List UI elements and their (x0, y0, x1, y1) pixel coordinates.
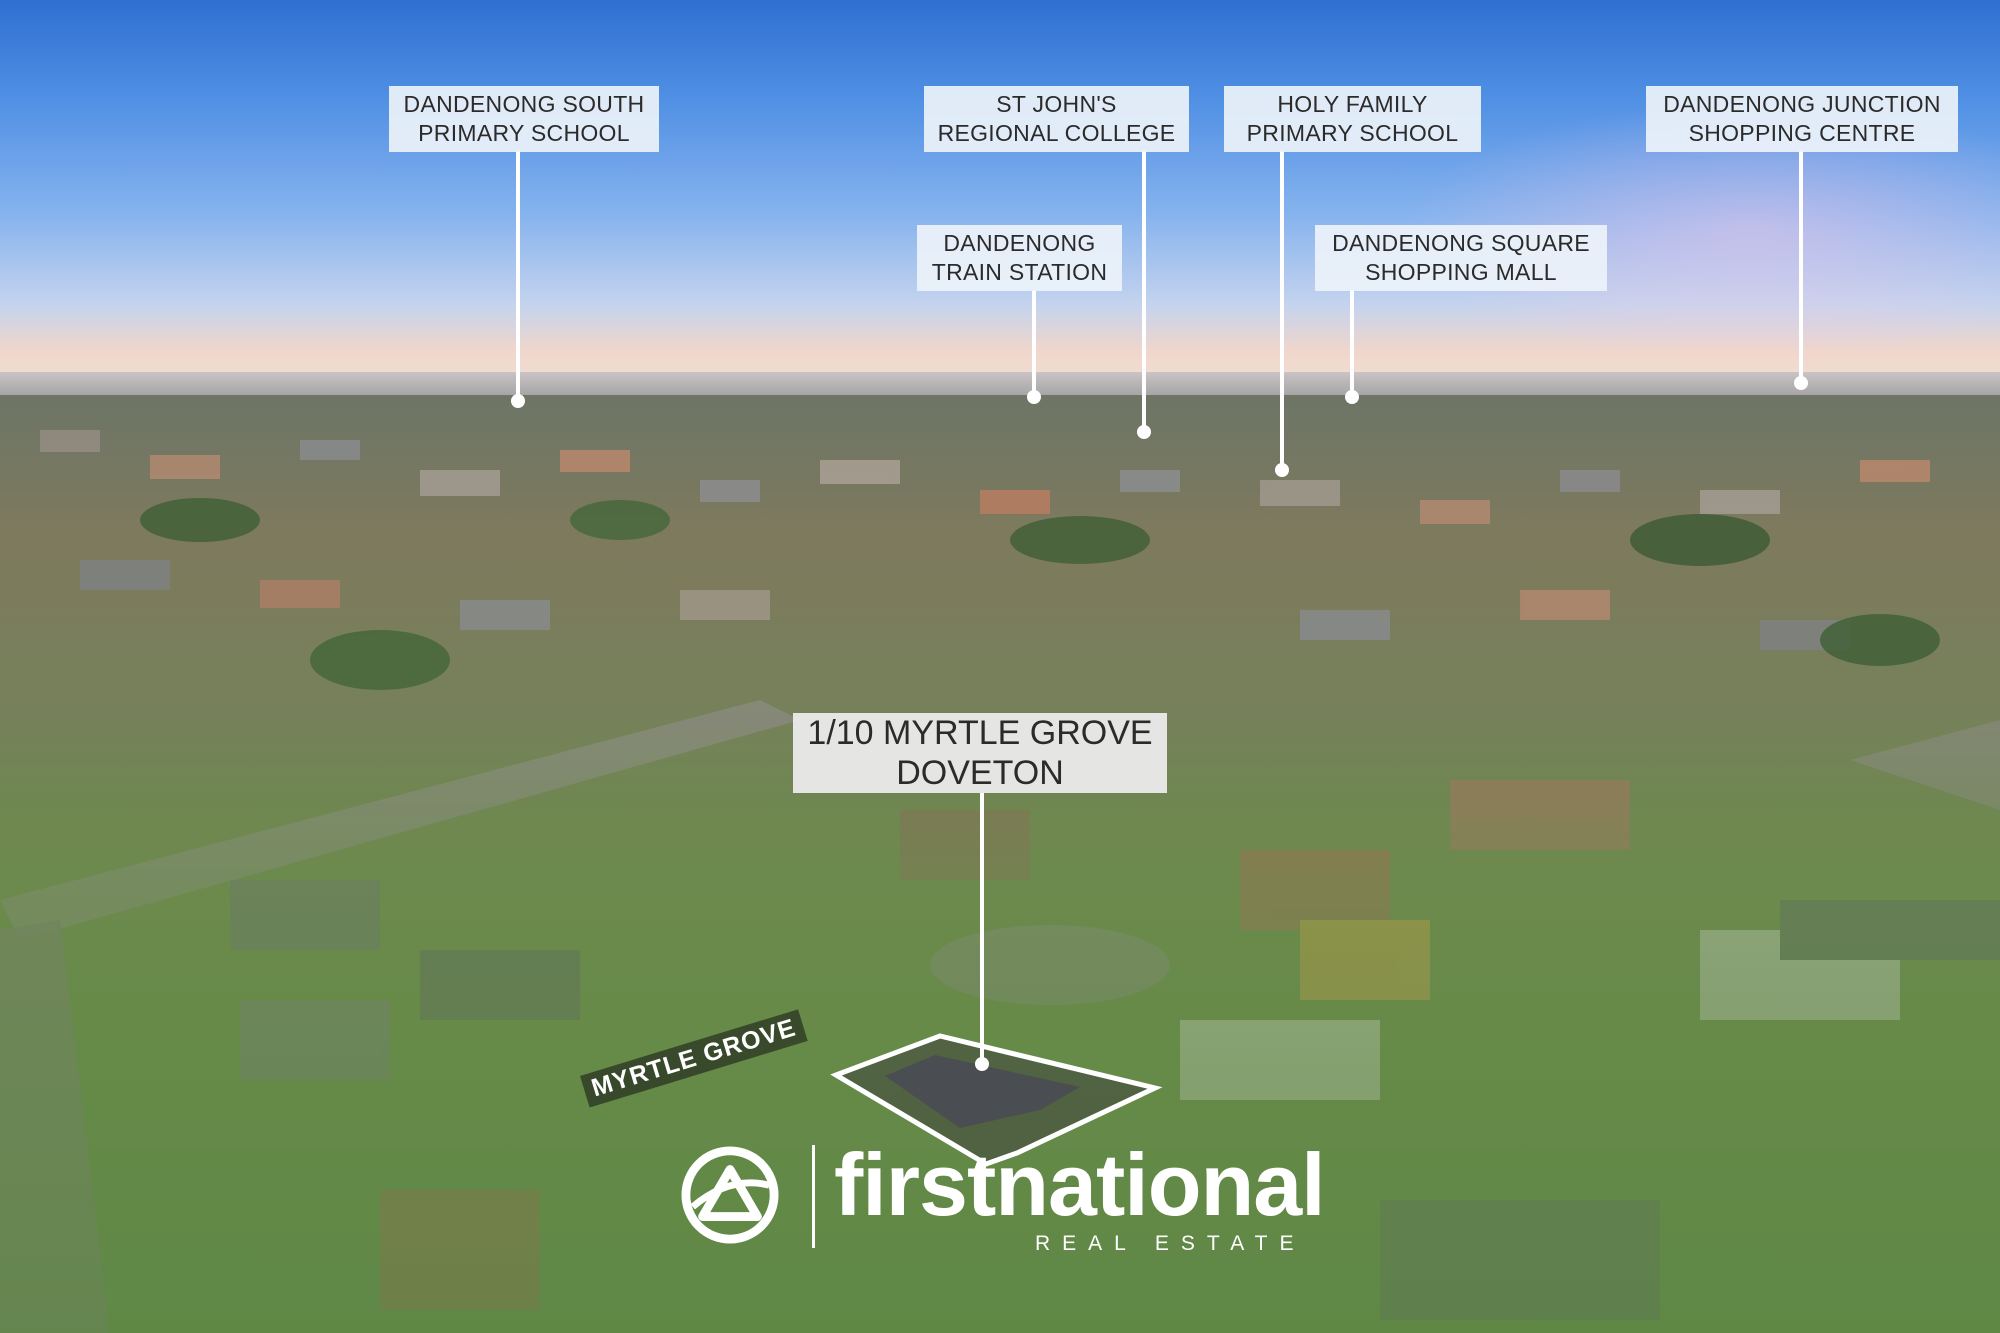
pin-holy-family (1275, 463, 1289, 477)
pointer-line-st-johns (1142, 150, 1146, 430)
poi-label-dandenong-junction: DANDENONG JUNCTION SHOPPING CENTRE (1646, 86, 1958, 152)
pointer-line-square (1350, 290, 1354, 395)
logo-wordmark: firstnational (834, 1135, 1326, 1234)
pointer-line-property (980, 793, 984, 1065)
pointer-line-train-station (1032, 290, 1036, 395)
poi-label-dandenong-square: DANDENONG SQUARE SHOPPING MALL (1315, 225, 1607, 291)
pin-property (975, 1057, 989, 1071)
poi-label-dandenong-train-station: DANDENONG TRAIN STATION (917, 225, 1122, 291)
pin-train-station (1027, 390, 1041, 404)
property-address-label: 1/10 MYRTLE GROVE DOVETON (793, 713, 1167, 793)
poi-label-holy-family-primary: HOLY FAMILY PRIMARY SCHOOL (1224, 86, 1481, 152)
property-roof (885, 1055, 1080, 1128)
pin-square (1345, 390, 1359, 404)
sky (0, 0, 2000, 390)
pointer-line-holy-family (1280, 150, 1284, 470)
poi-label-st-johns-regional-college: ST JOHN'S REGIONAL COLLEGE (924, 86, 1189, 152)
pointer-line-junction (1799, 150, 1803, 385)
logo-tagline: REAL ESTATE (1035, 1232, 1306, 1255)
depth-blur (0, 700, 2000, 1333)
logo-divider (812, 1145, 815, 1248)
pin-st-johns (1137, 425, 1151, 439)
first-national-logo-icon (681, 1146, 779, 1244)
poi-label-dandenong-south-primary: DANDENONG SOUTH PRIMARY SCHOOL (389, 86, 659, 152)
tree-clusters (140, 498, 1940, 690)
distant-roofs (40, 430, 1930, 650)
pin-south-primary (511, 394, 525, 408)
pin-junction (1794, 376, 1808, 390)
pointer-line-south-primary (516, 150, 520, 400)
